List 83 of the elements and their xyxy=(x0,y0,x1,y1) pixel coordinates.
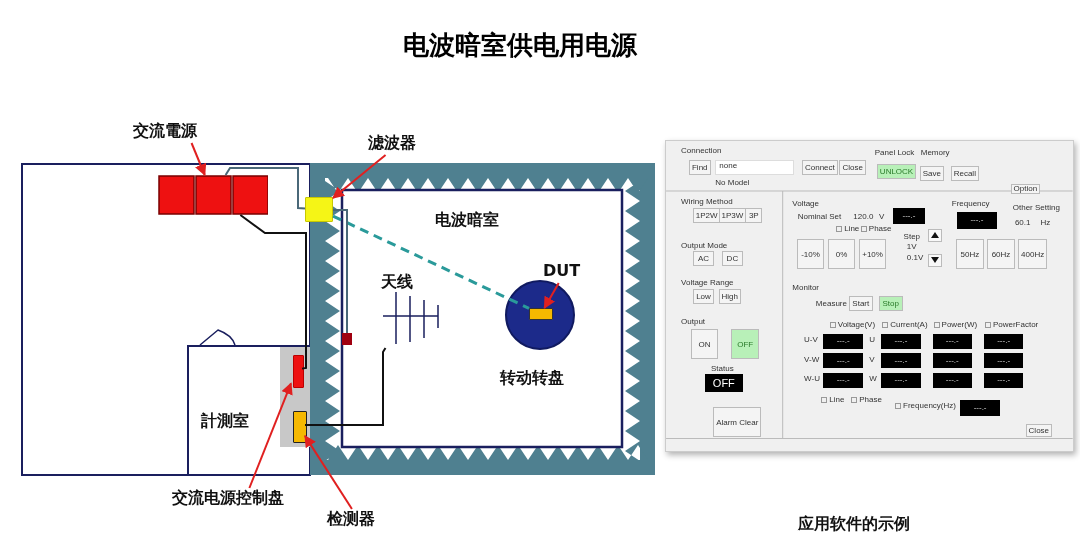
callout-label: 交流电源控制盘 xyxy=(172,488,318,510)
ui-label: Monitor xyxy=(792,282,819,293)
checkbox-label: Voltage(V) xyxy=(829,320,876,330)
ui-label: 1V xyxy=(906,242,917,252)
ui-label: Status xyxy=(711,363,734,374)
checkbox-label: Phase xyxy=(860,224,892,234)
ui-button: UNLOCK xyxy=(876,164,917,179)
ui-label: V xyxy=(879,212,885,222)
value-display: ---.- xyxy=(881,353,921,368)
callout-label: 检测器 xyxy=(327,509,391,531)
antenna-label: 天线 xyxy=(381,272,414,293)
ui-button: 60Hz xyxy=(987,239,1015,269)
ui-button: 400Hz xyxy=(1018,239,1048,269)
cable xyxy=(239,214,307,370)
measurement-room xyxy=(187,345,310,475)
ui-label: Wiring Method xyxy=(681,197,733,207)
callout-label: 交流電源 xyxy=(133,121,241,143)
ui-label: V xyxy=(869,354,875,365)
checkbox-label: Frequency(Hz) xyxy=(895,401,956,411)
caption: 应用软件的示例 xyxy=(798,514,911,535)
ui-label: Voltage Range xyxy=(681,278,734,288)
detector xyxy=(293,411,307,443)
room-label: 計測室 xyxy=(201,411,250,432)
ui-label: Output xyxy=(681,317,706,327)
chamber-label: 电波暗室 xyxy=(435,210,500,230)
device-under-test xyxy=(529,308,553,320)
ui-button: Stop xyxy=(879,296,903,311)
ui-label: W-U xyxy=(804,374,820,384)
ui-button: OFF xyxy=(731,329,760,359)
ui-button: AC xyxy=(692,251,715,266)
anechoic-chamber xyxy=(310,163,655,475)
ui-label: Other Setting xyxy=(1012,203,1060,213)
ui-button: Alarm Clear xyxy=(713,407,762,437)
ui-label: W xyxy=(869,374,877,384)
value-display: ---.- xyxy=(957,212,997,229)
ui-button: 0% xyxy=(827,239,856,269)
ui-label: Panel Lock xyxy=(874,147,915,158)
ui-label: Step xyxy=(903,231,921,242)
cable xyxy=(224,167,306,210)
checkbox-label: PowerFactor xyxy=(984,320,1039,330)
value-display: ---.- xyxy=(983,353,1024,368)
power-supply-unit xyxy=(158,175,268,215)
ui-button: ON xyxy=(690,329,719,359)
value-display: ---.- xyxy=(932,353,973,368)
ui-button: +10% xyxy=(858,239,887,269)
ui-label: U xyxy=(869,335,876,345)
ui-label: 120.0 xyxy=(853,212,874,222)
turntable-label: 转动转盘 xyxy=(500,368,565,389)
ui-label: V-W xyxy=(804,354,820,365)
ui-label: 0.1V xyxy=(906,252,924,263)
cable xyxy=(304,347,387,426)
ui-button: 50Hz xyxy=(956,239,984,269)
ui-label: Measure xyxy=(815,299,847,309)
ui-label: Memory xyxy=(920,147,950,158)
ui-label: Hz xyxy=(1040,218,1051,228)
callout-label: 滤波器 xyxy=(368,133,430,155)
checkbox-label: Power(W) xyxy=(933,320,978,330)
ui-button: Option xyxy=(1010,183,1041,194)
callout-label: DUT xyxy=(543,261,587,283)
leader-arrow xyxy=(304,434,353,510)
ui-label: U-V xyxy=(804,335,818,345)
ui-label: Nominal Set xyxy=(797,212,842,222)
ui-label: No Model xyxy=(715,177,750,188)
checkbox-label: Current(A) xyxy=(882,320,928,330)
dashed-cable xyxy=(332,214,530,310)
ui-label: 60.1 xyxy=(1014,218,1031,228)
filter-box xyxy=(305,197,333,222)
ui-button: Start xyxy=(849,296,873,311)
control-panel xyxy=(293,355,304,388)
ui-button: -10% xyxy=(796,239,825,269)
leader-arrow xyxy=(248,382,293,489)
ui-label: Connection xyxy=(681,146,722,156)
title: 电波暗室供电用电源 xyxy=(402,29,638,62)
ui-label: Output Mode xyxy=(681,240,728,251)
status-display: OFF xyxy=(704,374,744,392)
ui-button: DC xyxy=(721,251,744,266)
leader-arrow xyxy=(190,142,207,177)
ui-label: Frequency xyxy=(951,198,990,209)
value-display: ---.- xyxy=(823,353,863,368)
checkbox-label: Line xyxy=(821,395,845,405)
checkbox-label: Phase xyxy=(851,395,882,405)
ui-label: Voltage xyxy=(792,198,820,209)
checkbox-label: Line xyxy=(836,224,860,234)
